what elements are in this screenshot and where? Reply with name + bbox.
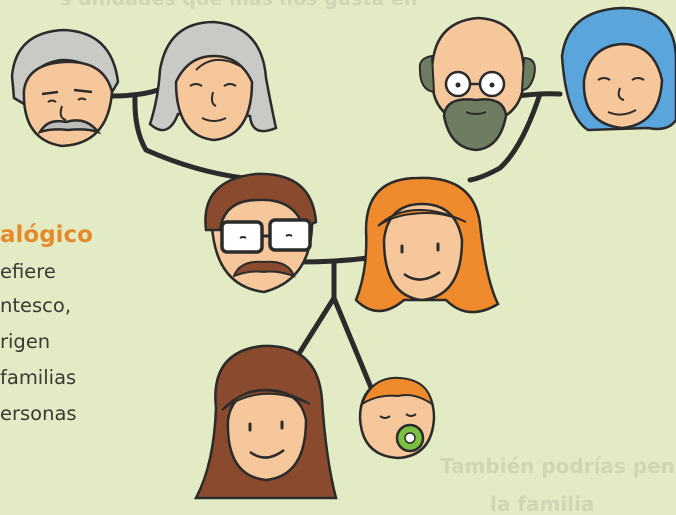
- grandmother-maternal-face: [560, 6, 676, 132]
- grandfather-maternal-face: [418, 16, 536, 152]
- baby-face: [358, 376, 436, 460]
- faded-top-text: s unidades que más nos gusta en: [60, 0, 417, 10]
- mother-face: [354, 176, 500, 314]
- body-line-5: ersonas: [0, 402, 77, 425]
- faded-bottom-text-2: la familia: [490, 492, 595, 515]
- grandmother-paternal-face: [148, 20, 278, 142]
- body-line-1: efiere: [0, 260, 56, 283]
- body-line-3: rigen: [0, 330, 51, 353]
- section-heading: alógico: [0, 222, 93, 248]
- tree-connectors: [109, 87, 563, 393]
- father-face: [204, 172, 318, 294]
- faded-bottom-text: También podrías pensar un concepto de: [440, 454, 676, 478]
- body-line-2: ntesco,: [0, 294, 72, 317]
- grandfather-paternal-face: [10, 28, 120, 148]
- daughter-face: [193, 344, 338, 500]
- body-line-4: familias: [0, 366, 77, 389]
